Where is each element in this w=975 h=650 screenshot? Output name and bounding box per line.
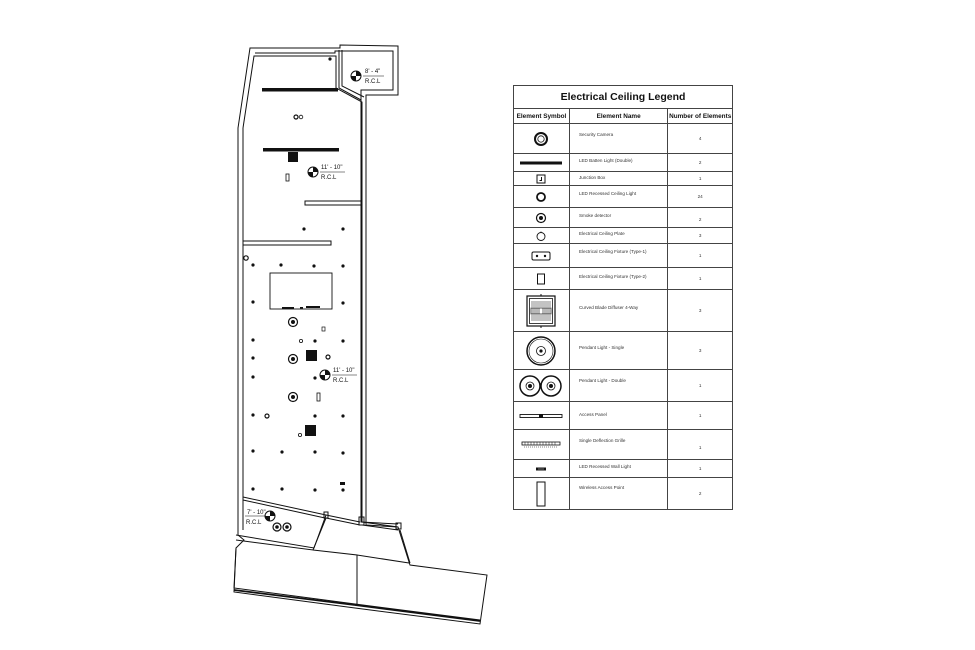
led-recessed-wall-light-icon	[536, 467, 547, 470]
junction-box-icon	[321, 326, 326, 332]
legend-row: Curved Blade Diffuser 4-Way 3	[513, 289, 733, 332]
legend-item-count: 1	[667, 243, 733, 268]
svg-text:R.C.L: R.C.L	[365, 79, 381, 85]
svg-text:11' - 10": 11' - 10"	[321, 165, 343, 171]
ceiling-height-marker-3: 11' - 10" R.C.L	[319, 368, 357, 384]
electrical-ceiling-plate-icon	[537, 231, 546, 241]
wireless-access-point-icon	[536, 481, 546, 506]
pendant-light-double-icon	[519, 374, 563, 397]
security-camera-icon	[534, 131, 549, 146]
legend-row: Electrical Ceiling Fixture (Type-2) 1	[513, 267, 733, 290]
legend-item-name: Junction Box	[568, 171, 669, 186]
legend-item-count: 3	[667, 227, 733, 244]
legend-row: Electrical Ceiling Fixture (Type-1) 1	[513, 243, 733, 268]
legend-item-name: Access Panel	[568, 401, 669, 430]
curved-blade-diffuser-icon	[288, 152, 298, 162]
legend-item-count: 1	[667, 267, 733, 290]
legend-header-row: Element Symbol Element Name Number of El…	[513, 108, 733, 124]
led-recessed-ceiling-lights	[251, 57, 345, 492]
led-recessed-wall-light-icon	[300, 307, 303, 309]
plan-walls	[233, 44, 488, 625]
svg-text:11' - 10": 11' - 10"	[333, 368, 355, 374]
access-panel-icon	[520, 413, 563, 418]
curved-blade-diffuser-icon	[305, 425, 316, 436]
pendant-light-single-icon	[526, 335, 557, 366]
plan-thick-edges	[233, 589, 481, 622]
legend-item-name: Wireless Access Point	[568, 477, 669, 510]
header-element-symbol: Element Symbol	[513, 108, 570, 124]
svg-text:8' - 4": 8' - 4"	[365, 69, 380, 75]
access-panel-icon	[282, 307, 294, 309]
legend-row: LED Recessed Wall Light 1	[513, 459, 733, 478]
legend-row: Security Camera 4	[513, 123, 733, 154]
legend-item-count: 1	[667, 429, 733, 460]
pendant-lights	[272, 316, 299, 532]
legend-row: Access Panel 1	[513, 401, 733, 430]
single-deflection-grille-icon	[522, 441, 561, 447]
junction-box-icon	[536, 174, 546, 183]
ceiling-height-marker-2: 11' - 10" R.C.L	[307, 165, 345, 181]
legend-item-name: LED Recessed Ceiling Light	[568, 185, 669, 208]
legend-row: Pendant Light - Double 1	[513, 369, 733, 402]
legend-item-name: Pendant Light - Double	[568, 369, 669, 402]
header-number-of-elements: Number of Elements	[667, 108, 733, 124]
legend-title: Electrical Ceiling Legend	[513, 85, 733, 109]
ceiling-height-marker-4: 7' - 10" R.C.L	[245, 510, 276, 526]
legend-item-name: LED Batten Light (Double)	[568, 153, 669, 172]
smoke-detector-icon	[536, 212, 547, 223]
legend-item-name: LED Recessed Wall Light	[568, 459, 669, 478]
curved-blade-diffuser-icon	[526, 293, 557, 328]
svg-text:R.C.L: R.C.L	[246, 520, 262, 526]
legend-item-count: 2	[667, 153, 733, 172]
legend-item-name: Security Camera	[568, 123, 669, 154]
svg-text:7' - 10": 7' - 10"	[247, 510, 266, 516]
legend-item-count: 1	[667, 401, 733, 430]
legend-row: Wireless Access Point 2	[513, 477, 733, 510]
svg-text:R.C.L: R.C.L	[333, 378, 349, 384]
smoke-detectors	[243, 114, 331, 419]
led-batten-light-icon	[263, 148, 339, 152]
legend-item-name: Smoke detector	[568, 207, 669, 228]
electrical-ceiling-legend: Electrical Ceiling Legend Element Symbol…	[513, 85, 733, 510]
led-recessed-ceiling-light-icon	[536, 191, 547, 202]
legend-item-count: 1	[667, 171, 733, 186]
ceiling-fixture-rectangle	[269, 272, 333, 310]
legend-item-name: Pendant Light - Single	[568, 331, 669, 370]
ceiling-fixture-type2-icon	[537, 273, 546, 284]
legend-item-name: Electrical Ceiling Fixture (Type-1)	[568, 243, 669, 268]
ceiling-height-marker-1: 8' - 4" R.C.L	[350, 69, 384, 85]
legend-item-count: 2	[667, 477, 733, 510]
led-batten-light-icon	[520, 161, 563, 164]
legend-item-count: 24	[667, 185, 733, 208]
legend-item-count: 1	[667, 369, 733, 402]
single-deflection-grille-icon	[306, 306, 320, 308]
led-recessed-wall-light-icon	[340, 482, 345, 485]
legend-item-count: 3	[667, 289, 733, 332]
legend-item-name: Electrical Ceiling Plate	[568, 227, 669, 244]
legend-row: Single Deflection Grille 1	[513, 429, 733, 460]
wireless-access-point-icon	[316, 392, 321, 402]
ceiling-fixture-type1-icon	[531, 251, 551, 260]
legend-row: Junction Box 1	[513, 171, 733, 186]
legend-row: Smoke detector 2	[513, 207, 733, 228]
led-batten-light-icon	[262, 88, 338, 92]
electrical-ceiling-plates	[297, 114, 304, 437]
curved-blade-diffuser-icon	[306, 350, 317, 361]
legend-item-count: 3	[667, 331, 733, 370]
legend-row: Electrical Ceiling Plate 3	[513, 227, 733, 244]
legend-row: Pendant Light - Single 3	[513, 331, 733, 370]
legend-item-count: 1	[667, 459, 733, 478]
legend-item-name: Single Deflection Grille	[568, 429, 669, 460]
legend-row: LED Recessed Ceiling Light 24	[513, 185, 733, 208]
legend-item-name: Curved Blade Diffuser 4-Way	[568, 289, 669, 332]
header-element-name: Element Name	[568, 108, 669, 124]
wireless-access-point-icon	[285, 173, 290, 182]
legend-item-count: 4	[667, 123, 733, 154]
svg-text:R.C.L: R.C.L	[321, 175, 337, 181]
legend-item-count: 2	[667, 207, 733, 228]
legend-item-name: Electrical Ceiling Fixture (Type-2)	[568, 267, 669, 290]
legend-row: LED Batten Light (Double) 2	[513, 153, 733, 172]
